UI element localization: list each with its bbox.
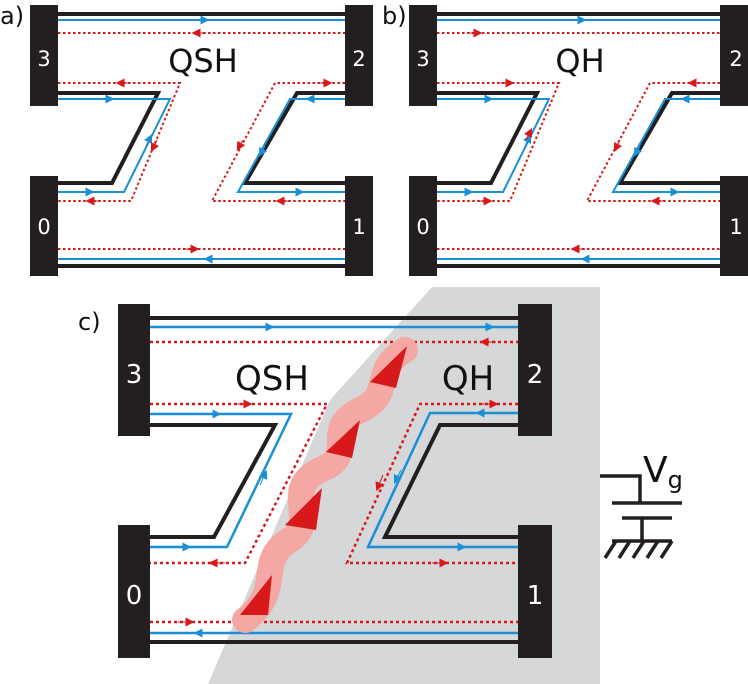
panel-c-contact-3 xyxy=(118,304,150,436)
panel-c-arrows xyxy=(175,322,499,638)
panel-c-contact-2 xyxy=(518,304,552,436)
panel-c-contact-0 xyxy=(118,525,150,658)
panel-a: a) xyxy=(0,2,373,276)
gate-voltage-symbol: V xyxy=(643,450,668,491)
gate-voltage-subscript: g xyxy=(668,466,683,494)
panel-c-contacts: 3 2 0 1 xyxy=(118,304,552,658)
panel-a-contact-0 xyxy=(30,176,58,276)
panel-a-arrows xyxy=(80,15,333,264)
panel-a-sample-outline xyxy=(58,12,345,268)
panel-b-contact-1 xyxy=(720,176,748,276)
panel-b-contact-0-label: 0 xyxy=(416,215,429,239)
panel-a-regime-label: QSH xyxy=(168,42,238,80)
panel-a-contact-2-label: 2 xyxy=(352,47,365,71)
panel-a-contact-2 xyxy=(345,5,373,106)
gated-region xyxy=(208,287,600,684)
panel-a-contact-0-label: 0 xyxy=(37,215,50,239)
panel-b-contacts: 3 2 0 1 xyxy=(409,5,748,276)
panel-b-contact-3 xyxy=(409,5,437,106)
panel-c-regime-left-label: QSH xyxy=(235,359,309,399)
panel-a-contacts: 3 2 0 1 xyxy=(30,5,373,276)
panel-a-contact-3-label: 3 xyxy=(37,47,50,71)
panel-b-contact-2-label: 2 xyxy=(729,47,742,71)
panel-c-red-edge-channels xyxy=(150,340,518,624)
panel-a-label: a) xyxy=(0,2,24,30)
panel-b-contact-2 xyxy=(720,5,748,106)
panel-b-sample-outline xyxy=(437,12,720,268)
panel-b: b) xyxy=(382,2,748,276)
panel-c-regime-right-label: QH xyxy=(442,359,494,399)
panel-c-contact-2-label: 2 xyxy=(527,360,544,390)
panel-b-arrows xyxy=(459,15,702,264)
panel-c-sample-outline xyxy=(150,316,518,644)
interface-channel xyxy=(232,337,418,633)
panel-c-contact-3-label: 3 xyxy=(126,360,143,390)
panel-b-label: b) xyxy=(382,2,407,30)
panel-a-contact-3 xyxy=(30,5,58,106)
panel-b-contact-3-label: 3 xyxy=(416,47,429,71)
panel-b-contact-0 xyxy=(409,176,437,276)
panel-c-contact-1 xyxy=(518,525,552,658)
panel-a-contact-1-label: 1 xyxy=(352,215,365,239)
gate-capacitor-symbol xyxy=(600,474,682,559)
panel-c-contact-1-label: 1 xyxy=(527,581,544,611)
panel-c: c) xyxy=(78,287,683,684)
panel-b-contact-1-label: 1 xyxy=(729,215,742,239)
interface-arrows xyxy=(240,346,407,615)
panel-b-regime-label: QH xyxy=(555,42,604,80)
panel-c-label: c) xyxy=(78,308,101,336)
gate-voltage-label: Vg xyxy=(643,450,683,494)
panel-c-contact-0-label: 0 xyxy=(126,581,143,611)
panel-a-contact-1 xyxy=(345,176,373,276)
